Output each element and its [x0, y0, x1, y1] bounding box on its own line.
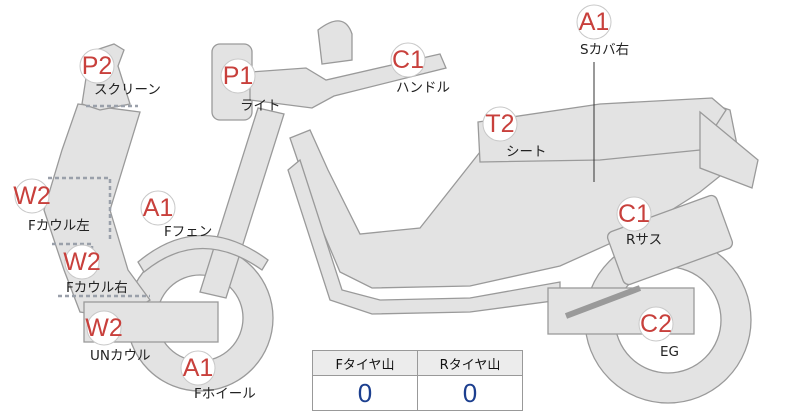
part-label: Rサス — [626, 232, 662, 248]
part-code: A1 — [579, 8, 610, 36]
part-label-rear-suspension[interactable]: C1 Rサス — [616, 196, 662, 248]
part-label-front-wheel[interactable]: A1 Fホイール — [180, 350, 256, 402]
rear-suspension-shape — [606, 194, 734, 286]
part-code: A1 — [183, 354, 214, 382]
part-code: W2 — [13, 182, 51, 210]
part-label-front-fender[interactable]: A1 Fフェン — [140, 190, 212, 240]
mirror-shape — [317, 20, 353, 65]
part-label-screen[interactable]: P2 スクリーン — [79, 48, 161, 98]
engine-arm-shape — [564, 285, 642, 319]
part-label: Fフェン — [164, 224, 212, 240]
part-code: C2 — [640, 310, 672, 338]
part-code: W2 — [85, 314, 123, 342]
part-code: A1 — [143, 194, 174, 222]
front-tire-value[interactable]: 0 — [312, 375, 418, 411]
part-label-front-cowl-left[interactable]: W2 Fカウル左 — [13, 178, 90, 234]
part-label-side-cover-right[interactable]: A1 Sカバ右 — [576, 4, 629, 58]
part-code: C1 — [392, 46, 424, 74]
part-label: スクリーン — [94, 82, 161, 98]
part-label: EG — [660, 344, 679, 360]
rear-tire-value[interactable]: 0 — [417, 375, 523, 411]
part-label: Sカバ右 — [580, 42, 629, 58]
part-code: T2 — [485, 110, 514, 138]
part-code: C1 — [618, 200, 650, 228]
part-label: Fホイール — [194, 386, 256, 402]
part-code: P1 — [223, 62, 254, 90]
part-label-under-cowl[interactable]: W2 UNカウル — [85, 310, 150, 364]
rear-tire-header: Rタイヤ山 — [417, 350, 523, 376]
rear-tail-shape — [699, 110, 759, 189]
part-label: Fカウル右 — [66, 280, 128, 296]
part-code: W2 — [63, 248, 101, 276]
part-label: UNカウル — [90, 348, 150, 364]
part-code: P2 — [82, 52, 113, 80]
part-label-engine[interactable]: C2 EG — [638, 306, 679, 360]
front-fender-shape — [137, 234, 269, 273]
part-label-front-cowl-right[interactable]: W2 Fカウル右 — [63, 244, 128, 296]
tire-tread-table: Fタイヤ山 Rタイヤ山 0 0 — [312, 350, 523, 411]
part-label-handle[interactable]: C1 ハンドル — [390, 42, 450, 96]
part-label: シート — [506, 144, 547, 160]
part-label: ライト — [240, 98, 281, 114]
part-label-light[interactable]: P1 ライト — [220, 58, 281, 114]
part-label: ハンドル — [396, 80, 450, 96]
part-label-seat[interactable]: T2 シート — [482, 106, 547, 160]
front-tire-header: Fタイヤ山 — [312, 350, 418, 376]
part-label: Fカウル左 — [28, 218, 90, 234]
